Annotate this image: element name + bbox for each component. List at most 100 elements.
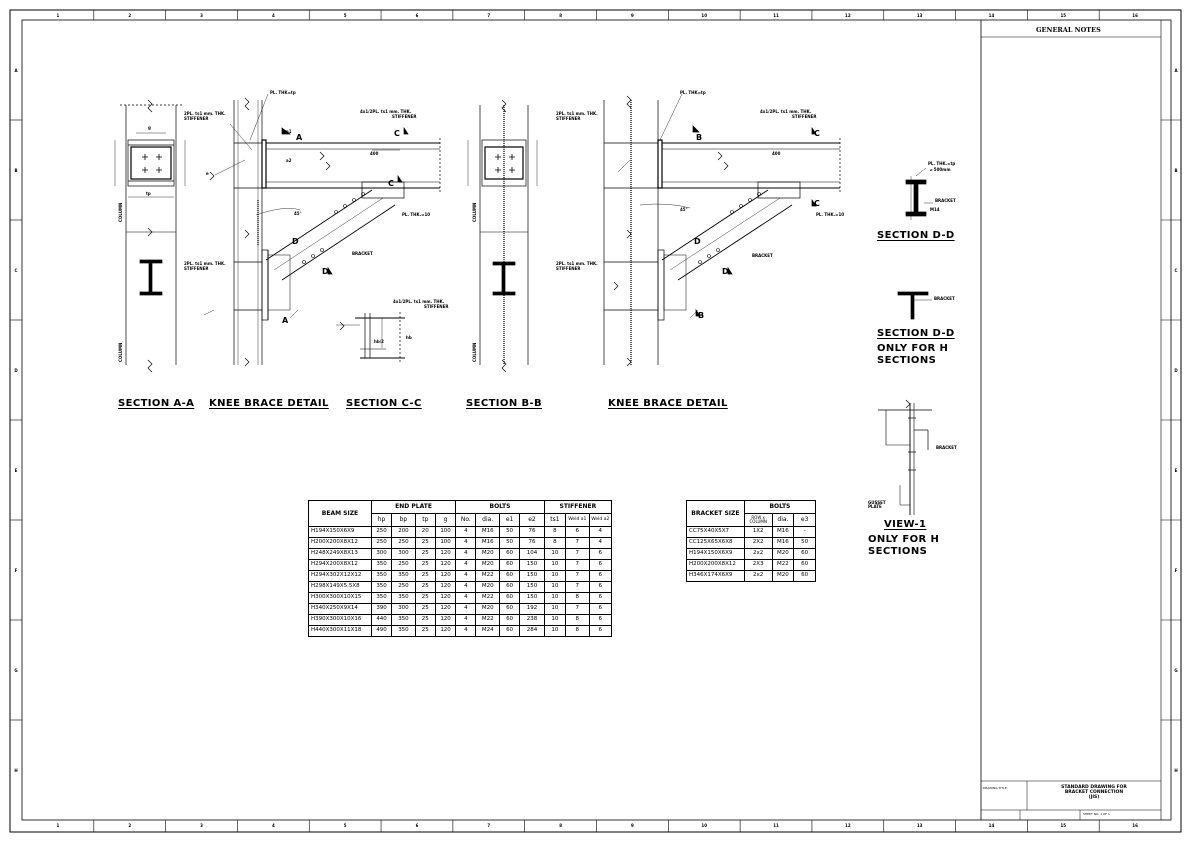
title-knee-brace-2: KNEE BRACE DETAIL (608, 398, 728, 409)
beam-value-cell: 10 (543, 614, 567, 626)
beam-value-cell: 25 (414, 548, 436, 560)
marker-d-4: D (722, 267, 729, 276)
beam-value-cell: 20 (414, 526, 436, 538)
row-zone-label: G (14, 668, 18, 673)
drawing-title-line3: (JIS) (1088, 795, 1100, 801)
beam-value-cell: 4 (455, 537, 477, 549)
title-view1: VIEW-1 (884, 519, 927, 530)
label-angle-45-2: 45° (680, 207, 688, 212)
beam-value-cell: 10 (543, 603, 567, 615)
beam-value-cell: 60 (498, 581, 521, 593)
column-zone-label: 1 (56, 13, 60, 18)
label-bracket-dd: BRACKET (935, 198, 956, 203)
beam-value-cell: 350 (391, 625, 416, 637)
label-dia-500: ⌀ 500mm (930, 167, 951, 172)
beam-size-cell: H200X200X8X12 (308, 537, 372, 549)
label-m14: M14 (930, 207, 940, 212)
title-section-cc: SECTION C-C (346, 398, 422, 409)
label-bracket: BRACKET (352, 251, 373, 256)
beam-size-cell: H300X300X10X15 (308, 592, 372, 604)
beam-subheader-cell: Weld a2 (588, 513, 613, 527)
beam-value-cell: 120 (434, 592, 457, 604)
beam-subheader-cell: e2 (519, 513, 545, 527)
beam-subheader-cell: No. (455, 513, 477, 527)
bracket-value-cell: - (793, 526, 816, 538)
beam-value-cell: 10 (543, 581, 567, 593)
label-stiffener-2pl-3: 2PL. ts1 mm. THK. (556, 261, 598, 266)
beam-value-cell: 350 (370, 581, 393, 593)
beam-value-cell: 4 (455, 581, 477, 593)
bracket-value-cell: 60 (793, 559, 816, 571)
beam-value-cell: 4 (455, 526, 477, 538)
column-zone-label: 3 (200, 823, 203, 828)
beam-value-cell: 250 (370, 537, 393, 549)
beam-value-cell: 6 (588, 592, 613, 604)
beam-value-cell: 120 (434, 581, 457, 593)
note-dd-only-h: ONLY FOR H (877, 343, 949, 354)
beam-value-cell: 50 (498, 526, 521, 538)
beam-value-cell: 440 (370, 614, 393, 626)
beam-value-cell: 250 (370, 526, 393, 538)
beam-value-cell: 250 (391, 537, 416, 549)
beam-subheader-cell: ts1 (543, 513, 567, 527)
beam-size-cell: H294X200X8X12 (308, 559, 372, 571)
row-zone-label: H (1174, 768, 1178, 773)
bracket-value-cell: 2x2 (743, 548, 773, 560)
beam-value-cell: 250 (391, 581, 416, 593)
label-hb-half: hb/2 (374, 339, 384, 344)
marker-c-3: C (814, 129, 820, 138)
label-hb: hb (406, 335, 412, 340)
beam-value-cell: 6 (588, 614, 613, 626)
beam-value-cell: 300 (370, 548, 393, 560)
label-column-bb-2: COLUMN (472, 342, 477, 362)
bracket-subheader-cell: dia. (771, 513, 795, 527)
label-stiffener-2b: STIFFENER (792, 114, 817, 119)
label-g: g (148, 125, 151, 130)
bracket-value-cell: 2X3 (743, 559, 773, 571)
beam-value-cell: 10 (543, 548, 567, 560)
title-section-dd-1: SECTION D-D (877, 230, 955, 241)
beam-value-cell: 284 (519, 625, 545, 637)
beam-value-cell: 200 (391, 526, 416, 538)
section-bb-drawing (467, 99, 538, 373)
beam-value-cell: 60 (498, 625, 521, 637)
beam-value-cell: 7 (565, 581, 590, 593)
label-pl-thk-10-2: PL. THK.=10 (816, 212, 845, 217)
beam-value-cell: 6 (588, 548, 613, 560)
beam-subheader-cell: e1 (498, 513, 521, 527)
beam-value-cell: 390 (370, 603, 393, 615)
beam-value-cell: 300 (391, 548, 416, 560)
beam-size-cell: H440X300X11X18 (308, 625, 372, 637)
beam-value-cell: 60 (498, 592, 521, 604)
beam-value-cell: 120 (434, 603, 457, 615)
beam-size-cell: H194X150X6X9 (308, 526, 372, 538)
bracket-size-cell: CC75X40X5X7 (686, 526, 745, 538)
marker-b-2: B (698, 311, 705, 320)
beam-value-cell: M16 (475, 526, 500, 538)
bracket-value-cell: 60 (793, 548, 816, 560)
row-zone-label: F (14, 568, 18, 573)
label-stiffener-2pl-2: 2PL. ts1 mm. THK. (556, 111, 598, 116)
label-column-aa: COLUMN (118, 202, 123, 222)
bracket-size-cell: CC125X65X6X8 (686, 537, 745, 549)
label-stiffener-2pl-b: 2PL. ts1 mm. THK. (184, 261, 226, 266)
label-column-bb: COLUMN (472, 202, 477, 222)
label-stiffener-b: STIFFENER (392, 114, 417, 119)
beam-value-cell: 120 (434, 548, 457, 560)
marker-c-4: C (814, 199, 820, 208)
label-stiffener-2: STIFFENER (556, 116, 581, 121)
bracket-value-cell: 1X2 (743, 526, 773, 538)
label-a2: a2 (286, 158, 292, 163)
column-zone-label: 7 (487, 13, 491, 18)
note-dd-sections: SECTIONS (877, 355, 937, 366)
sheet-number: SHEET NO. 1 OF 1 (1083, 812, 1110, 816)
beam-value-cell: 6 (588, 603, 613, 615)
column-zone-label: 4 (271, 13, 275, 18)
beam-value-cell: 4 (455, 614, 477, 626)
beam-value-cell: 250 (391, 559, 416, 571)
